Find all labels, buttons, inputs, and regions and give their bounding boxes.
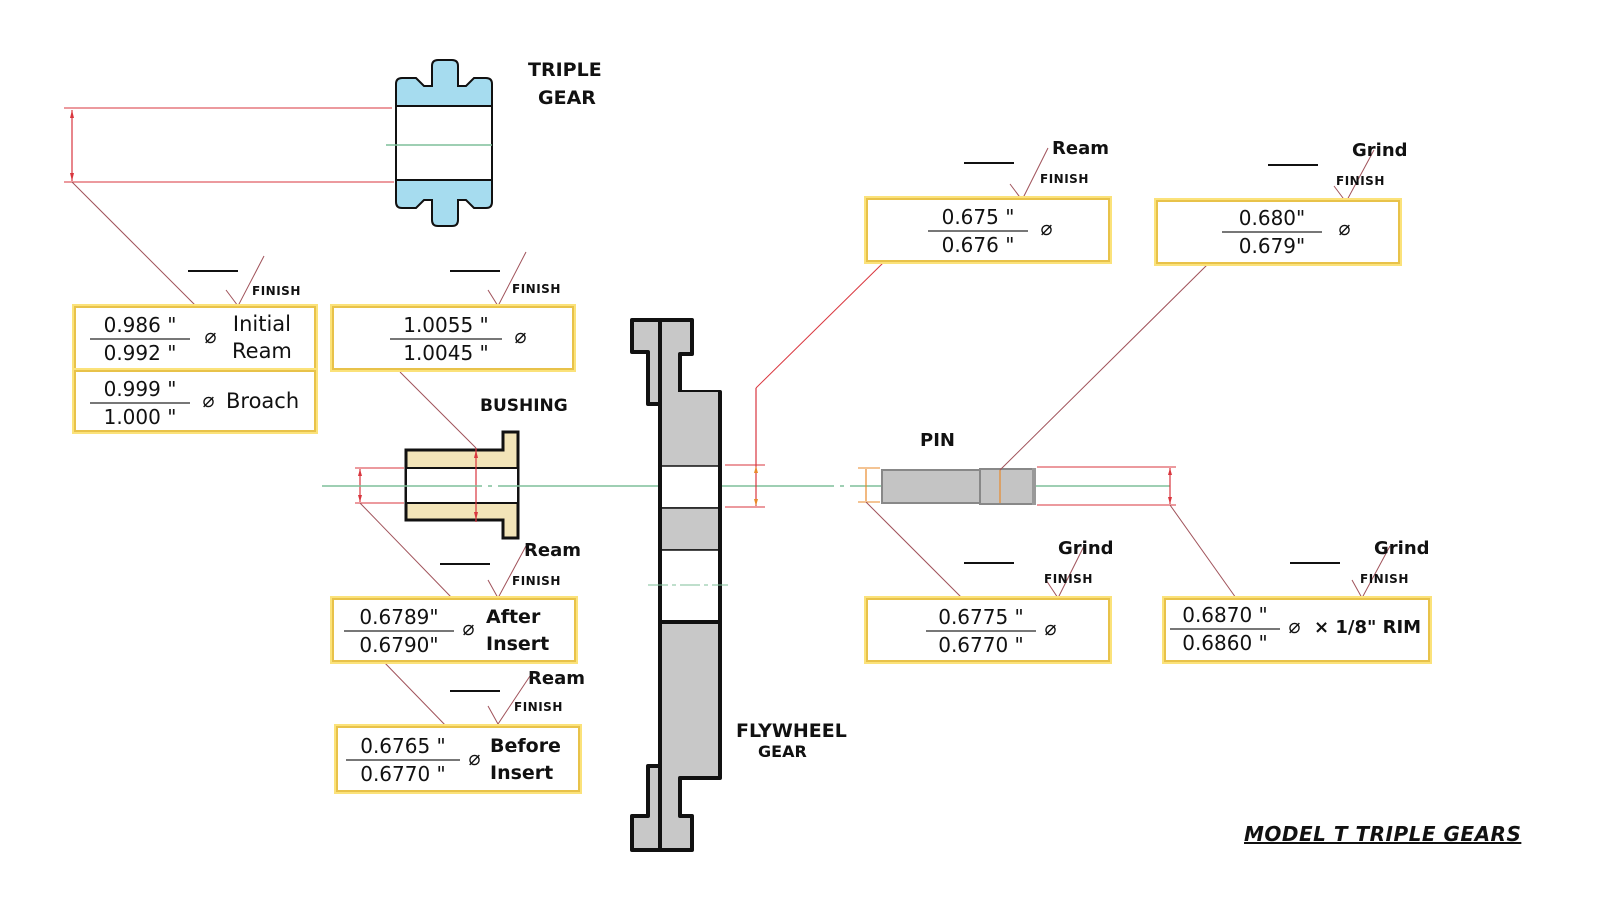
upper-limit: 0.675 "	[928, 204, 1028, 232]
diameter-icon: ⌀	[468, 746, 481, 770]
callout-note: × 1/8" RIM	[1314, 617, 1422, 638]
diameter-icon: ⌀	[514, 324, 527, 348]
finish-label: FINISH	[1040, 172, 1089, 186]
lower-limit: 1.0045 "	[403, 341, 489, 365]
callout-note: Broach	[226, 389, 300, 413]
flywheel-gear-drawing	[630, 261, 885, 852]
diameter-icon: ⌀	[202, 388, 215, 412]
tolerance-fraction: 0.6775 " 0.6770 "	[926, 604, 1036, 658]
diameter-icon: ⌀	[462, 616, 475, 640]
finish-bar	[1290, 562, 1340, 564]
diameter-icon: ⌀	[1288, 614, 1301, 638]
lower-limit: 1.000 "	[103, 405, 177, 429]
process-label: Grind	[1352, 140, 1408, 161]
callout-note: Initial Ream	[232, 311, 292, 365]
callout-pin-rim: 0.6870 " 0.6860 " ⌀ × 1/8" RIM	[1164, 598, 1430, 662]
tolerance-fraction: 0.680" 0.679"	[1222, 205, 1322, 259]
drawing-title: MODEL T TRIPLE GEARS	[1244, 822, 1522, 846]
triple-gear-label: TRIPLE GEAR	[528, 56, 602, 112]
upper-limit: 0.986 "	[90, 312, 190, 340]
triple-gear-drawing	[64, 59, 493, 307]
note-line: Before	[490, 735, 561, 757]
finish-bar	[964, 562, 1014, 564]
diameter-icon: ⌀	[1338, 216, 1351, 240]
callout-triple-gear-initial: 0.986 " 0.992 " ⌀ Initial Ream	[74, 306, 316, 370]
upper-limit: 0.6775 "	[926, 604, 1036, 632]
finish-label: FINISH	[1336, 174, 1385, 188]
tolerance-fraction: 0.999 " 1.000 "	[90, 376, 190, 430]
finish-bar	[450, 270, 500, 272]
bushing-label: BUSHING	[480, 396, 568, 416]
pin-label: PIN	[920, 430, 955, 451]
lower-limit: 0.6770 "	[938, 633, 1024, 657]
note-line: Insert	[486, 633, 550, 655]
upper-limit: 0.999 "	[90, 376, 190, 404]
tolerance-fraction: 1.0055 " 1.0045 "	[390, 312, 502, 366]
flywheel-gear-label: FLYWHEEL GEAR	[736, 720, 847, 761]
callout-pin-end: 0.6775 " 0.6770 " ⌀	[866, 598, 1110, 662]
diameter-icon: ⌀	[204, 324, 217, 348]
bushing-drawing	[355, 371, 520, 729]
finish-label: FINISH	[514, 700, 563, 714]
triple-gear-label-line2: GEAR	[538, 87, 596, 109]
lower-limit: 0.992 "	[103, 341, 177, 365]
diameter-icon: ⌀	[1044, 616, 1057, 640]
flywheel-label-line2: GEAR	[758, 742, 807, 761]
lower-limit: 0.679"	[1238, 234, 1306, 258]
callout-triple-gear-broach: 0.999 " 1.000 " ⌀ Broach	[74, 370, 316, 432]
lower-limit: 0.6860 "	[1182, 631, 1268, 655]
finish-label: FINISH	[1360, 572, 1409, 586]
lower-limit: 0.6790"	[359, 633, 439, 657]
tolerance-fraction: 0.986 " 0.992 "	[90, 312, 190, 366]
note-line: Ream	[232, 339, 292, 363]
callout-bushing-od: 1.0055 " 1.0045 " ⌀	[332, 306, 574, 370]
lower-limit: 0.676 "	[941, 233, 1015, 257]
upper-limit: 0.680"	[1222, 205, 1322, 233]
note-line: Insert	[490, 762, 554, 784]
triple-gear-top-teeth	[395, 59, 493, 107]
finish-label: FINISH	[1044, 572, 1093, 586]
finish-label: FINISH	[252, 284, 301, 298]
triple-gear-bore	[395, 105, 493, 181]
triple-gear-label-line1: TRIPLE	[528, 59, 602, 81]
tolerance-fraction: 0.6870 " 0.6860 "	[1170, 602, 1280, 656]
upper-limit: 0.6789"	[344, 604, 454, 632]
upper-limit: 0.6765 "	[346, 733, 460, 761]
diameter-icon: ⌀	[1040, 216, 1053, 240]
process-label: Ream	[1052, 138, 1109, 159]
finish-bar	[1268, 164, 1318, 166]
callout-bushing-id-before: 0.6765 " 0.6770 " ⌀ Before Insert	[336, 726, 580, 792]
lower-limit: 0.6770 "	[360, 762, 446, 786]
process-label: Ream	[524, 540, 581, 561]
callout-flywheel-hole: 0.675 " 0.676 " ⌀	[866, 198, 1110, 262]
finish-bar	[188, 270, 238, 272]
finish-label: FINISH	[512, 574, 561, 588]
triple-gear-bottom-teeth	[395, 179, 493, 227]
note-line: Initial	[232, 312, 291, 336]
upper-limit: 1.0055 "	[390, 312, 502, 340]
callout-pin-center: 0.680" 0.679" ⌀	[1156, 200, 1400, 264]
leader-line	[71, 181, 197, 307]
callout-note: Before Insert	[490, 733, 561, 787]
process-label: Grind	[1374, 538, 1430, 559]
process-label: Grind	[1058, 538, 1114, 559]
tolerance-fraction: 0.6789" 0.6790"	[344, 604, 454, 658]
finish-bar	[440, 563, 490, 565]
note-line: After	[486, 606, 541, 628]
upper-limit: 0.6870 "	[1170, 602, 1280, 630]
callout-bushing-id-after: 0.6789" 0.6790" ⌀ After Insert	[332, 598, 576, 662]
process-label: Ream	[528, 668, 585, 689]
tolerance-fraction: 0.6765 " 0.6770 "	[346, 733, 460, 787]
finish-label: FINISH	[512, 282, 561, 296]
callout-note: After Insert	[486, 604, 549, 658]
tolerance-fraction: 0.675 " 0.676 "	[928, 204, 1028, 258]
finish-bar	[450, 690, 500, 692]
flywheel-label-line1: FLYWHEEL	[736, 720, 847, 742]
pin-drawing	[858, 261, 1237, 599]
finish-bar	[964, 162, 1014, 164]
